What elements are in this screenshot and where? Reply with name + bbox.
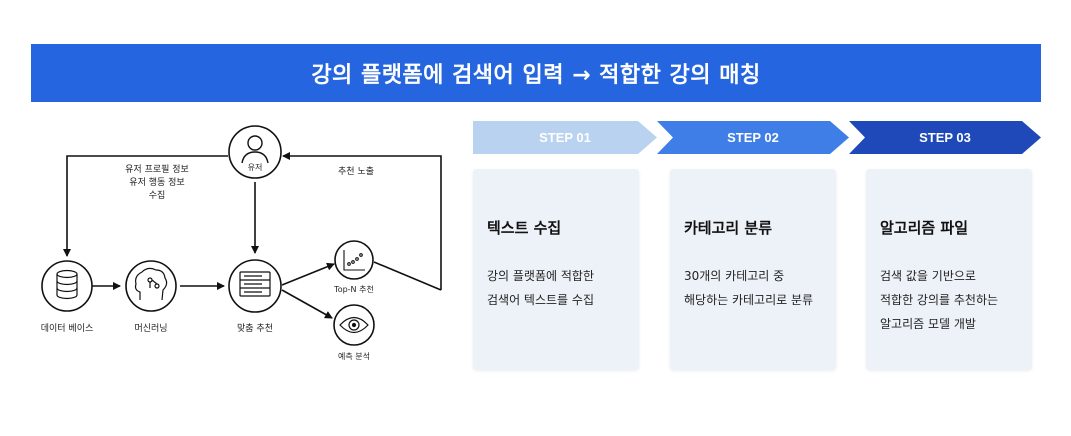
node-label-topn: Top-N 추천 [333, 284, 374, 294]
node-label-database: 데이터 베이스 [41, 323, 94, 334]
database-icon [56, 269, 78, 300]
node-database: 데이터 베이스 [41, 260, 94, 334]
node-custom: 맞춤 추천 [228, 259, 282, 334]
connectors [63, 152, 442, 319]
step-03-title: 알고리즘 파일 [880, 219, 969, 237]
scatter-chart-icon [343, 250, 365, 271]
edge-expose-return [282, 152, 442, 290]
step-01-title: 텍스트 수집 [487, 219, 562, 237]
step-01-body: 강의 플랫폼에 적합한 검색어 텍스트를 수집 [487, 269, 594, 307]
edge-label-collect-2: 유저 행동 정보 [129, 176, 184, 188]
step-03-card: 알고리즘 파일 검색 값을 기반으로 적합한 강의를 추천하는 알고리즘 모델 … [866, 169, 1032, 370]
node-label-ml: 머신러닝 [134, 323, 167, 334]
edge-label-collect-1: 유저 프로필 정보 [125, 163, 189, 175]
step-03-body: 검색 값을 기반으로 적합한 강의를 추천하는 알고리즘 모델 개발 [880, 269, 999, 331]
edge-label-collect-3: 수집 [149, 189, 166, 201]
edge-user-to-database [63, 155, 228, 257]
step-03-tab: STEP 03 [849, 121, 1041, 154]
step-02-label: STEP 02 [727, 130, 779, 145]
server-icon [239, 271, 271, 297]
edge-custom-to-predict [281, 289, 333, 319]
node-predict: 예측 분석 [333, 304, 375, 361]
step-02-tab: STEP 02 [657, 121, 849, 154]
user-icon [241, 135, 269, 164]
step-02-title: 카테고리 분류 [684, 219, 773, 237]
eye-icon [339, 316, 369, 334]
node-topn: Top-N 추천 [333, 240, 374, 294]
step-02-body: 30개의 카테고리 중 해당하는 카테고리로 분류 [684, 269, 814, 307]
node-ml: 머신러닝 [125, 260, 177, 334]
brain-icon [134, 267, 168, 301]
step-01-card: 텍스트 수집 강의 플랫폼에 적합한 검색어 텍스트를 수집 [473, 169, 639, 370]
edge-label-expose: 추천 노출 [338, 166, 374, 177]
edge-custom-to-topn [281, 262, 335, 286]
node-user: 유저 [228, 125, 282, 179]
node-label-user: 유저 [248, 163, 263, 172]
step-03-label: STEP 03 [919, 130, 971, 145]
step-01-tab: STEP 01 [473, 121, 657, 154]
page-title: 강의 플랫폼에 검색어 입력 → 적합한 강의 매칭 [311, 63, 761, 88]
header-banner: 강의 플랫폼에 검색어 입력 → 적합한 강의 매칭 [31, 44, 1041, 102]
step-02-card: 카테고리 분류 30개의 카테고리 중 해당하는 카테고리로 분류 [670, 169, 836, 370]
node-label-custom: 맞춤 추천 [237, 322, 273, 334]
node-label-predict: 예측 분석 [338, 351, 370, 361]
recommendation-flow-diagram: 유저 프로필 정보 유저 행동 정보 수집 추천 노출 유저 데이터 베이스 머 [41, 125, 442, 361]
edge-topn-to-right [373, 261, 442, 291]
step-01-label: STEP 01 [539, 130, 591, 145]
